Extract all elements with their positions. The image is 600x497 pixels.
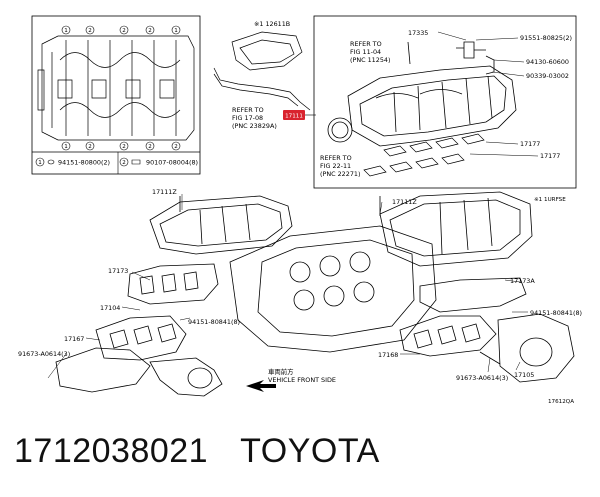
intake-fastener-markers <box>61 25 181 151</box>
highlighted-part-number: 17111 <box>285 114 303 120</box>
legend-marker-2: 2 <box>122 160 126 166</box>
svg-text:FIG 11-04: FIG 11-04 <box>350 48 381 56</box>
label-17167: 17167 <box>64 335 84 343</box>
leader-lines-main <box>47 194 528 379</box>
label-17168: 17168 <box>378 351 398 359</box>
cover-gasket-drawing <box>213 31 311 111</box>
label-17177-a: 17177 <box>520 140 540 148</box>
legend-label-94151: 94151-80800(2) <box>58 159 110 167</box>
parts-diagram: 1 2 2 2 1 1 2 2 2 2 1 94151-80800(2) 2 90107-080… <box>18 15 582 405</box>
refer-fig22: REFER TO FIG 22-11 (PNC 22271) <box>320 154 360 178</box>
highlighted-part-box <box>283 110 305 120</box>
svg-text:1: 1 <box>64 144 68 150</box>
label-91673-left: 91673-A0614(3) <box>18 350 70 358</box>
intake-manifold-drawing <box>327 41 517 147</box>
svg-text:2: 2 <box>148 144 152 150</box>
svg-text:1: 1 <box>174 28 178 34</box>
intake-top-view-drawing <box>37 35 195 141</box>
label-17173: 17173 <box>108 267 128 275</box>
label-turfse: ※1 1URFSE <box>534 197 566 203</box>
label-94151-80841-right: 94151-80841(8) <box>530 309 582 317</box>
label-17104: 17104 <box>100 304 120 312</box>
svg-text:(PNC 22271): (PNC 22271) <box>320 170 360 178</box>
exhaust-manifold-left-drawing <box>55 263 223 397</box>
svg-text:2: 2 <box>122 144 126 150</box>
inset-intake-manifold-frame <box>313 15 577 189</box>
refer-fig11: REFER TO FIG 11-04 (PNC 11254) <box>350 40 390 64</box>
part-number: 1712038021 <box>14 432 209 470</box>
vehicle-front-arrow-icon <box>246 380 276 392</box>
svg-text:REFER TO: REFER TO <box>350 40 382 48</box>
label-front-en: VEHICLE FRONT SIDE <box>268 376 336 384</box>
product-caption: 1712038021 TOYOTA <box>14 432 380 471</box>
svg-text:2: 2 <box>148 28 152 34</box>
label-17173a: 17173A <box>510 277 535 285</box>
brand-name: TOYOTA <box>240 432 380 470</box>
svg-text:REFER TO: REFER TO <box>232 106 264 114</box>
legend-marker-1: 1 <box>38 160 42 166</box>
label-17335: 17335 <box>408 29 428 37</box>
label-90339-03002: 90339-03002 <box>526 72 569 80</box>
manifold-gaskets-drawing <box>363 133 485 177</box>
svg-text:REFER TO: REFER TO <box>320 154 352 162</box>
label-17105: 17105 <box>514 371 534 379</box>
label-91551-80825: 91551-80825(2) <box>520 34 572 42</box>
svg-text:2: 2 <box>88 28 92 34</box>
label-12611b: ※1 12611B <box>254 20 290 28</box>
svg-text:FIG 17-08: FIG 17-08 <box>232 114 263 122</box>
legend-row: 1 94151-80800(2) 2 90107-08004(8) <box>35 152 198 174</box>
svg-text:(PNC 23829A): (PNC 23829A) <box>232 122 277 130</box>
legend-label-90107: 90107-08004(8) <box>146 159 198 167</box>
label-17111z-left: 17111Z <box>152 188 177 196</box>
figure-code: 17612QA <box>548 399 574 405</box>
label-94130-60600: 94130-60600 <box>526 58 569 66</box>
svg-text:2: 2 <box>88 144 92 150</box>
label-17111z-right: 17111Z <box>392 198 417 206</box>
svg-text:1: 1 <box>64 28 68 34</box>
svg-text:2: 2 <box>174 144 178 150</box>
inset-intake-top-view-frame <box>31 15 201 175</box>
exhaust-manifold-right-drawing <box>399 277 575 383</box>
label-17177-b: 17177 <box>540 152 560 160</box>
svg-text:FIG 22-11: FIG 22-11 <box>320 162 351 170</box>
leader-lines-right-inset <box>437 31 539 157</box>
svg-text:(PNC 11254): (PNC 11254) <box>350 56 390 64</box>
refer-fig17: REFER TO FIG 17-08 (PNC 23829A) <box>232 106 277 130</box>
label-91673-right: 91673-A0614(3) <box>456 374 508 382</box>
svg-text:2: 2 <box>122 28 126 34</box>
engine-block-drawing <box>149 191 533 353</box>
label-front-jp: 車両前方 <box>268 367 294 376</box>
label-94151-80841-left: 94151-80841(8) <box>188 318 240 326</box>
